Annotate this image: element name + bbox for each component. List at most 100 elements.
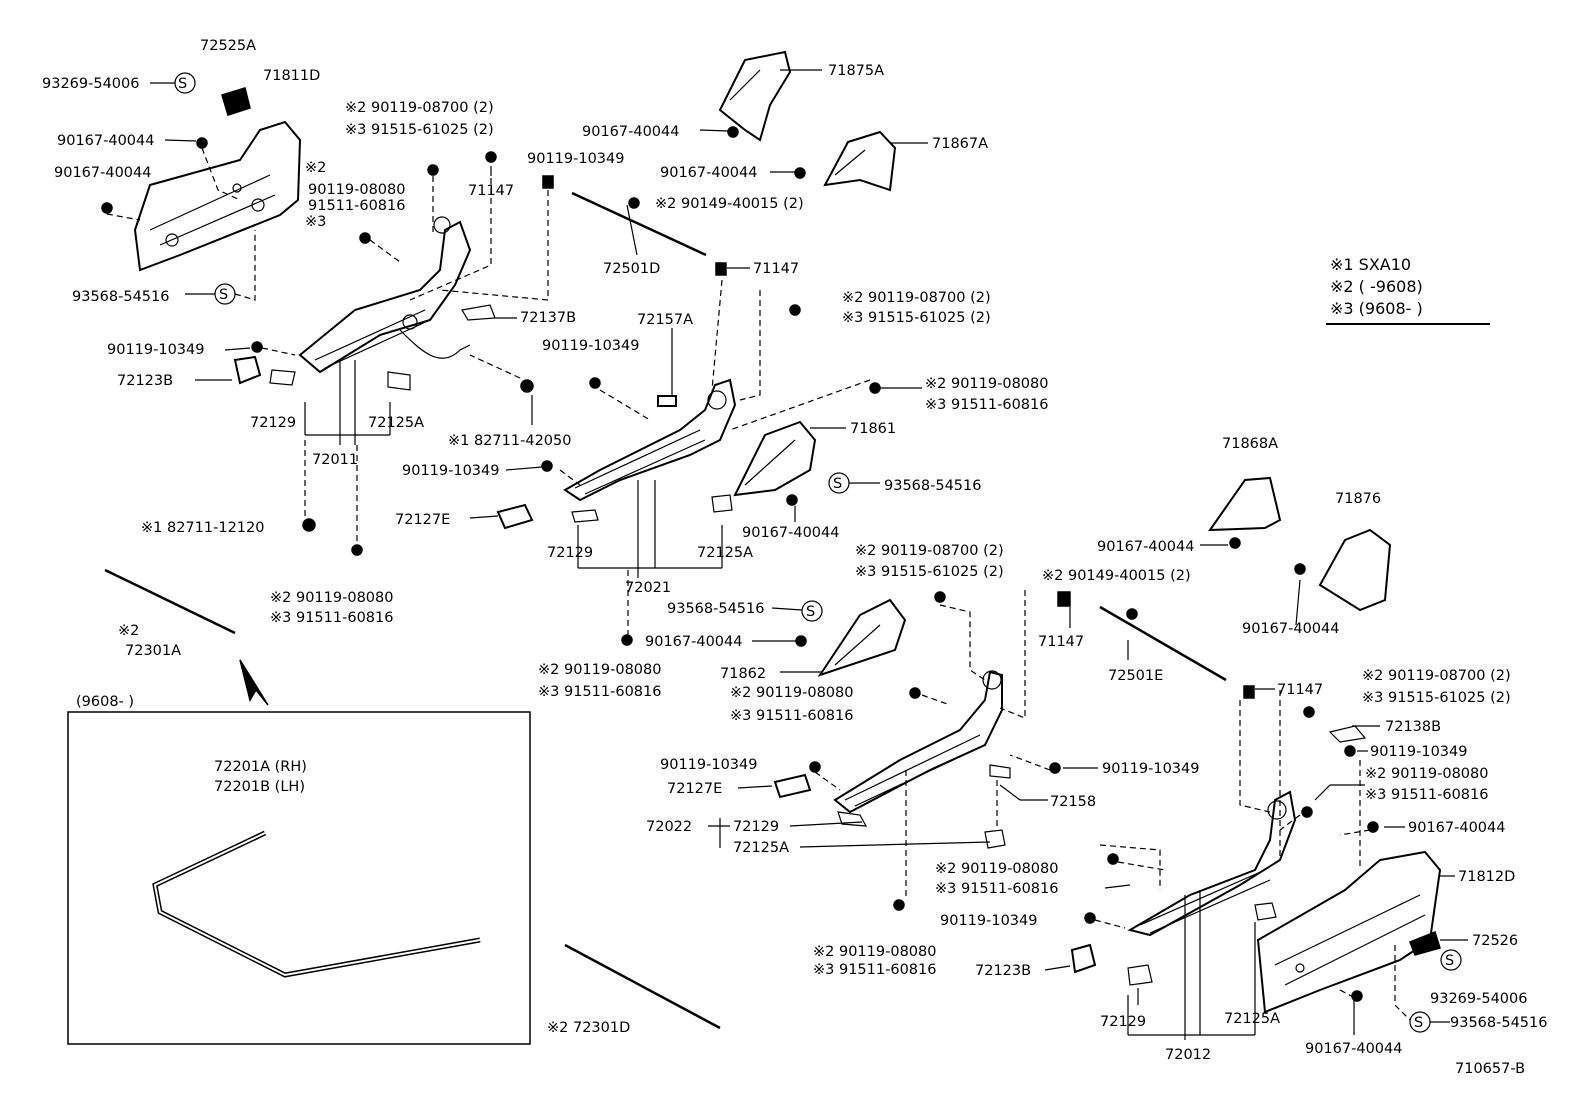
callout: 90119-08080 [308, 182, 406, 198]
callout: 90119-10349 [402, 463, 500, 479]
callout: 71868A [1222, 436, 1278, 452]
inset-labels: (9608- ) 72201A (RH) 72201B (LH) [76, 694, 307, 795]
callout: 90167-40044 [1097, 539, 1195, 555]
clip-72138b [1328, 725, 1367, 743]
seat-side-cover-71811d [133, 120, 302, 272]
seat-side-cover-71812d [1256, 850, 1442, 1014]
cover-71876 [1318, 528, 1392, 612]
inset-box [67, 711, 531, 1045]
callout: 72501D [603, 261, 660, 277]
arrow-icon [239, 659, 269, 706]
callout: 90167-40044 [660, 165, 758, 181]
callout: 72125A [697, 545, 753, 561]
callout: 71812D [1458, 869, 1515, 885]
callout: ※2 90119-08080 [538, 662, 661, 678]
seat-track-72021 [563, 378, 737, 523]
callout: 90119-10349 [940, 913, 1038, 929]
callout: ※2 90119-08700 (2) [345, 100, 494, 116]
callout: 72129 [250, 415, 296, 431]
callout: 72526 [1472, 933, 1518, 949]
callout: ※2 90119-08700 (2) [855, 543, 1004, 559]
callout: 90167-40044 [1242, 621, 1340, 637]
bushing-71147 [715, 262, 727, 276]
inset-title: (9608- ) [76, 694, 134, 710]
callout: ※1 82711-12120 [141, 520, 264, 536]
callout: 90119-10349 [107, 342, 205, 358]
callout: 90119-10349 [1102, 761, 1200, 777]
callout: 71862 [720, 666, 766, 682]
callout: ※2 90119-08080 [1365, 766, 1488, 782]
callout: ※2 [118, 623, 139, 639]
inset-part-lh: 72201B (LH) [214, 779, 305, 795]
callout: ※3 91511-60816 [538, 684, 661, 700]
knob-72526 [1409, 931, 1441, 956]
callout: 90167-40044 [1408, 820, 1506, 836]
s-mark: S [1445, 953, 1454, 969]
callout: 93568-54516 [1450, 1015, 1548, 1031]
legend-line-2: ※2 ( -9608) [1330, 277, 1423, 296]
callout: 90119-10349 [542, 338, 640, 354]
callout-labels: 72525A 93269-54006 71811D 90167-40044 90… [42, 38, 1548, 1063]
callout: 90119-10349 [1370, 744, 1468, 760]
cable-72301a [104, 568, 236, 635]
s-mark: S [806, 604, 815, 620]
callout: ※3 91511-60816 [935, 881, 1058, 897]
callout: 72123B [975, 963, 1031, 979]
callout: ※2 90149-40015 (2) [655, 196, 804, 212]
callout: ※2 90149-40015 (2) [1042, 568, 1191, 584]
callout: ※2 72301D [547, 1020, 630, 1036]
s-mark: S [1414, 1015, 1423, 1031]
knob-72123b [1070, 943, 1097, 974]
callout: ※2 90119-08080 [813, 944, 936, 960]
callout: 72129 [547, 545, 593, 561]
callout: 72301A [125, 643, 181, 659]
callout: 90119-10349 [660, 757, 758, 773]
screw-symbol [801, 600, 823, 622]
cover-71867a [823, 130, 897, 192]
callout: 71861 [850, 421, 896, 437]
callout: 90167-40044 [54, 165, 152, 181]
callout: 72022 [646, 819, 692, 835]
rod-72501d [571, 191, 707, 257]
callout: ※1 82711-42050 [448, 433, 571, 449]
callout: 90167-40044 [582, 124, 680, 140]
screws-right [541, 126, 1379, 1002]
dashed-assembly-lines [106, 147, 1411, 1021]
cover-72127e [496, 503, 534, 530]
callout: 72125A [733, 840, 789, 856]
callout: ※2 90119-08080 [935, 861, 1058, 877]
callout: ※2 90119-08080 [270, 590, 393, 606]
s-mark: S [219, 287, 228, 303]
callout: 72129 [1100, 1014, 1146, 1030]
figure-id: 710657-B [1455, 1061, 1525, 1077]
callout: ※3 91515-61025 (2) [1362, 690, 1511, 706]
callout: 71867A [932, 136, 988, 152]
callout: 72157A [637, 312, 693, 328]
rod-72501e [1099, 605, 1227, 682]
callout: 93269-54006 [1430, 991, 1528, 1007]
callout: 93568-54516 [667, 601, 765, 617]
cover-71862 [817, 598, 907, 677]
callout: ※2 [305, 160, 326, 176]
s-mark: S [833, 476, 842, 492]
bushing-71147 [1057, 591, 1071, 607]
callout: 90167-40044 [1305, 1041, 1403, 1057]
callout: 71147 [1277, 682, 1323, 698]
callout: 93568-54516 [884, 478, 982, 494]
rod-72201 [152, 830, 481, 978]
callout: ※3 91515-61025 (2) [842, 310, 991, 326]
seat-track-72022 [833, 670, 1011, 849]
callout: 72125A [368, 415, 424, 431]
leader-lines [150, 69, 1468, 1040]
callout: 72011 [312, 452, 358, 468]
callout: 72158 [1050, 794, 1096, 810]
callout: 71811D [263, 68, 320, 84]
callout: 91511-60816 [308, 198, 406, 214]
screw-symbol [1440, 949, 1462, 971]
callout: 71147 [753, 261, 799, 277]
callout: ※3 91515-61025 (2) [345, 122, 494, 138]
legend-line-1: ※1 SXA10 [1330, 255, 1411, 274]
legend: ※1 SXA10 ※2 ( -9608) ※3 (9608- ) [1326, 255, 1490, 325]
callout: 72525A [200, 38, 256, 54]
